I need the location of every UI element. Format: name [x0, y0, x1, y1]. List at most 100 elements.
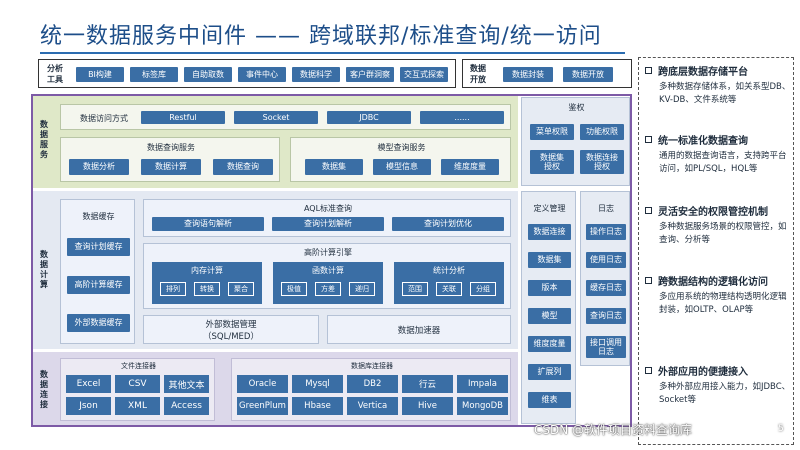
- page-number: 5: [778, 424, 784, 434]
- definition-item[interactable]: 数据连接: [528, 224, 571, 240]
- logs-title: 日志: [598, 203, 614, 213]
- file-connector-item[interactable]: CSV: [115, 375, 160, 393]
- log-item[interactable]: 缓存日志: [586, 280, 626, 296]
- definition-item[interactable]: 维表: [528, 392, 571, 408]
- definition-item[interactable]: 数据集: [528, 252, 571, 268]
- access-jdbc[interactable]: JDBC: [327, 111, 411, 124]
- auth-menu[interactable]: 菜单权限: [530, 124, 574, 140]
- model-info[interactable]: 模型信息: [373, 159, 431, 175]
- checkbox-bullet-icon: [645, 277, 652, 284]
- open-item-open[interactable]: 数据开放: [563, 67, 613, 82]
- auth-function[interactable]: 功能权限: [580, 124, 624, 140]
- analysis-tool-item[interactable]: 事件中心: [238, 67, 286, 82]
- file-connector-item[interactable]: 其他文本: [164, 375, 209, 393]
- db-connector-item[interactable]: Oracle: [237, 375, 288, 393]
- checkbox-bullet-icon: [645, 136, 652, 143]
- stats-correlation[interactable]: 关联: [436, 282, 462, 296]
- analysis-tool-item[interactable]: BI构建: [76, 67, 124, 82]
- model-service-title: 模型查询服务: [377, 142, 426, 152]
- query-service-title: 数据查询服务: [147, 142, 195, 152]
- definition-item[interactable]: 版本: [528, 280, 571, 296]
- access-restful[interactable]: Restful: [141, 111, 225, 124]
- db-connector-item[interactable]: DB2: [347, 375, 398, 393]
- definition-item[interactable]: 模型: [528, 308, 571, 324]
- feature-description: 多种数据服务场景的权限管控，如查询、分析等: [659, 222, 787, 246]
- feature-title-row: 外部应用的便捷接入: [645, 363, 791, 378]
- log-item[interactable]: 使用日志: [586, 252, 626, 268]
- query-compute[interactable]: 数据计算: [141, 159, 201, 175]
- analysis-tools-panel: 分析 工具 BI构建标签库自助取数事件中心数据科学客户群洞察交互式探索: [38, 59, 456, 88]
- db-connector-item[interactable]: Vertica: [347, 397, 398, 415]
- function-recursion[interactable]: 递归: [349, 282, 375, 296]
- feature-title: 跨数据结构的逻辑化访问: [658, 277, 768, 288]
- page-title: 统一数据服务中间件 —— 跨域联邦/标准查询/统一访问: [40, 24, 602, 49]
- db-connector-item[interactable]: Hbase: [292, 397, 343, 415]
- cache-plan[interactable]: 查询计划缓存: [67, 238, 130, 256]
- db-connector-item[interactable]: Mysql: [292, 375, 343, 393]
- log-item[interactable]: 接口调用 日志: [586, 336, 626, 358]
- model-dataset[interactable]: 数据集: [305, 159, 363, 175]
- stats-analysis-title: 统计分析: [433, 265, 465, 275]
- cache-advanced[interactable]: 高阶计算缓存: [67, 276, 130, 294]
- feature-title: 灵活安全的权限管控机制: [658, 207, 768, 218]
- stats-group[interactable]: 分组: [470, 282, 496, 296]
- open-item-encapsulation[interactable]: 数据封装: [503, 67, 553, 82]
- stats-range[interactable]: 范围: [402, 282, 428, 296]
- data-service-label: 数据服务: [39, 120, 49, 160]
- db-connector-title: 数据库连接器: [351, 362, 393, 370]
- db-connector-item[interactable]: Impala: [457, 375, 508, 393]
- data-connect-label: 数据连接: [39, 369, 49, 410]
- analysis-tool-item[interactable]: 客户群洞察: [346, 67, 394, 82]
- feature-title-row: 统一标准化数据查询: [645, 132, 791, 147]
- aql-optimize-plan[interactable]: 查询计划优化: [392, 217, 504, 231]
- function-extreme[interactable]: 极值: [281, 282, 307, 296]
- access-more[interactable]: ......: [420, 111, 504, 124]
- file-connector-item[interactable]: Excel: [66, 375, 111, 393]
- analysis-tool-item[interactable]: 数据科学: [292, 67, 340, 82]
- file-connector-item[interactable]: XML: [115, 397, 160, 415]
- log-item[interactable]: 查询日志: [586, 308, 626, 324]
- log-item[interactable]: 操作日志: [586, 224, 626, 240]
- analysis-tool-item[interactable]: 交互式探索: [400, 67, 448, 82]
- memory-aggregate[interactable]: 聚合: [228, 282, 254, 296]
- query-query[interactable]: 数据查询: [213, 159, 273, 175]
- definition-panel: 定义管理 数据连接数据集版本模型维度度量扩展列维表: [521, 191, 576, 424]
- function-variance[interactable]: 方差: [315, 282, 341, 296]
- model-service-panel: 模型查询服务 数据集 模型信息 维度度量: [290, 137, 511, 182]
- file-connector-item[interactable]: Access: [164, 397, 209, 415]
- auth-dataset[interactable]: 数据集 授权: [530, 150, 574, 174]
- feature-title-row: 跨底层数据存储平台: [645, 63, 791, 78]
- auth-connection[interactable]: 数据连接 授权: [580, 150, 624, 174]
- query-analysis[interactable]: 数据分析: [69, 159, 129, 175]
- db-connector-item[interactable]: Hive: [402, 397, 453, 415]
- access-socket[interactable]: Socket: [234, 111, 318, 124]
- memory-transform[interactable]: 转换: [194, 282, 220, 296]
- feature-item: 跨数据结构的逻辑化访问多应用系统的物理结构透明化逻辑封装，如OLTP、OLAP等: [645, 273, 791, 317]
- aql-parse-statement[interactable]: 查询语句解析: [152, 217, 264, 231]
- analysis-tool-item[interactable]: 标签库: [130, 67, 178, 82]
- auth-title: 鉴权: [568, 102, 585, 112]
- definition-item[interactable]: 维度度量: [528, 336, 571, 352]
- logs-panel: 日志 操作日志使用日志缓存日志查询日志接口调用 日志: [580, 191, 630, 366]
- db-connector-item[interactable]: MongoDB: [457, 397, 508, 415]
- definition-item[interactable]: 扩展列: [528, 364, 571, 380]
- db-connector-item[interactable]: 行云: [402, 375, 453, 393]
- model-dim[interactable]: 维度度量: [441, 159, 499, 175]
- data-accelerator[interactable]: 数据加速器: [327, 315, 511, 344]
- function-compute-title: 函数计算: [312, 265, 344, 275]
- external-data-management[interactable]: 外部数据管理 （SQL/MED）: [143, 315, 319, 344]
- memory-sort[interactable]: 排列: [160, 282, 186, 296]
- query-service-panel: 数据查询服务 数据分析 数据计算 数据查询: [60, 137, 280, 182]
- feature-title-row: 灵活安全的权限管控机制: [645, 203, 791, 218]
- analysis-tool-item[interactable]: 自助取数: [184, 67, 232, 82]
- feature-description: 多种外部应用接入能力，如JDBC、Socket等: [659, 382, 791, 406]
- aql-parse-plan[interactable]: 查询计划解析: [272, 217, 384, 231]
- db-connector-item[interactable]: GreenPlum: [237, 397, 288, 415]
- feature-item: 外部应用的便捷接入多种外部应用接入能力，如JDBC、Socket等: [645, 363, 791, 407]
- auth-panel: 鉴权 菜单权限 功能权限 数据集 授权 数据连接 授权: [521, 97, 630, 186]
- cache-external[interactable]: 外部数据缓存: [67, 314, 130, 332]
- file-connector-item[interactable]: Json: [66, 397, 111, 415]
- checkbox-bullet-icon: [645, 207, 652, 214]
- analysis-tools-label: 分析 工具: [47, 64, 63, 84]
